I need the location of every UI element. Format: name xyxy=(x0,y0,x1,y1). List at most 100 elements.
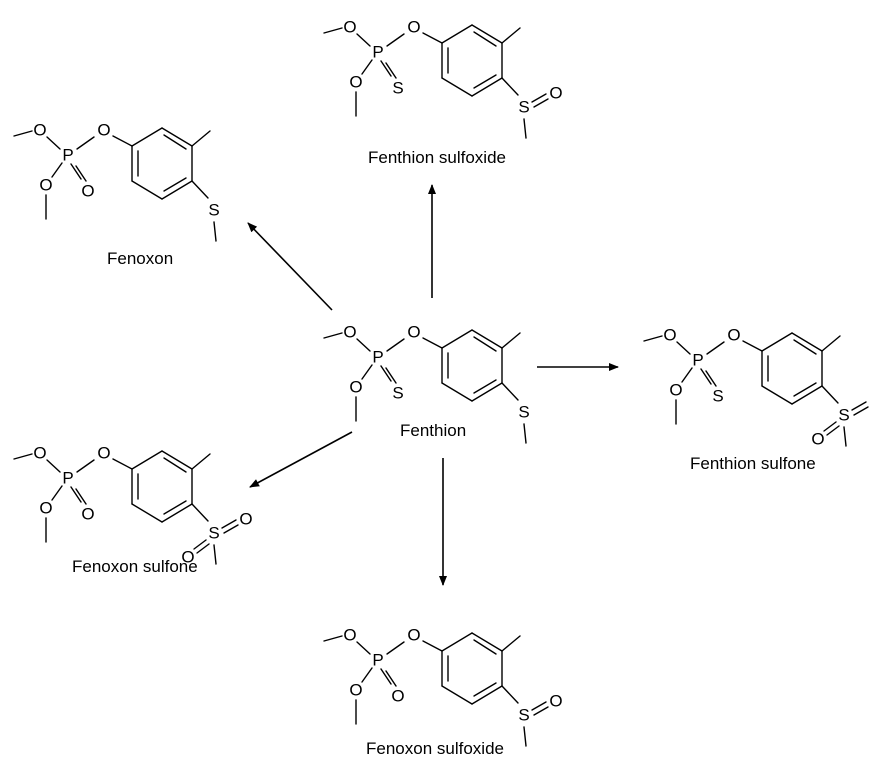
ring-bond xyxy=(471,382,503,402)
ring-double-bond xyxy=(473,682,497,697)
ring-methyl-bond xyxy=(501,635,521,652)
ring-bond xyxy=(471,329,503,349)
sulfoxide-oxygen-atom: O xyxy=(549,84,562,103)
aryl-ether-oxygen-atom: O xyxy=(407,626,420,645)
ring-bond xyxy=(471,77,503,97)
methoxy-oxygen-atom: O xyxy=(343,18,356,37)
ring-bond xyxy=(791,385,823,405)
sulfone-oxygen-atom: O xyxy=(181,548,194,567)
arrow-to-fenoxon-sulfone xyxy=(249,431,353,488)
ring-double-bond xyxy=(473,74,497,89)
ring-methyl-bond xyxy=(191,453,211,470)
s-methyl-bond xyxy=(213,544,217,565)
o-p-bond xyxy=(356,338,371,352)
methyl-bond xyxy=(323,635,343,642)
methyl-bond xyxy=(13,130,33,137)
methoxy-oxygen-atom: O xyxy=(343,323,356,342)
ring-methyl-bond xyxy=(821,335,841,352)
s-methyl-bond xyxy=(523,118,527,139)
methyl-bond xyxy=(323,27,343,34)
methoxy-oxygen-atom: O xyxy=(33,121,46,140)
o-ring-bond xyxy=(422,32,443,44)
p-o-aryl-bond xyxy=(386,33,405,47)
aryl-ether-oxygen-atom: O xyxy=(407,323,420,342)
label-fenthion: Fenthion xyxy=(400,421,466,440)
ring-double-bond xyxy=(163,177,187,192)
label-fenthion-sulfone: Fenthion sulfone xyxy=(690,454,816,473)
methoxy-oxygen-atom: O xyxy=(663,326,676,345)
s-double-o-bond xyxy=(851,401,867,411)
ring-bond xyxy=(441,329,473,349)
s-double-o-bond xyxy=(823,421,837,432)
p-double-bond xyxy=(385,367,397,384)
p-o-aryl-bond xyxy=(76,459,95,473)
p-double-bond xyxy=(385,62,397,79)
p-double-bond xyxy=(75,488,87,505)
p-double-oxygen-atom: O xyxy=(81,182,94,201)
methyl-bond xyxy=(643,335,663,342)
s-double-o-bond xyxy=(853,406,869,416)
ring-bond xyxy=(161,180,193,200)
ring-s-bond xyxy=(191,503,209,522)
p-o-bond xyxy=(361,59,373,75)
p-o-aryl-bond xyxy=(706,341,725,355)
p-o-bond xyxy=(361,364,373,380)
ring-double-bond xyxy=(793,339,817,355)
p-double-sulfur-atom: S xyxy=(392,79,403,98)
ring-bond xyxy=(441,382,473,402)
ring-bond xyxy=(761,332,793,352)
p-o-bond xyxy=(361,667,373,683)
ring-s-bond xyxy=(191,180,209,199)
p-o-bond xyxy=(51,485,63,501)
ring-double-bond xyxy=(163,500,187,515)
s-sulfur-atom: S xyxy=(518,98,529,117)
methoxy-oxygen-atom: O xyxy=(39,499,52,518)
s-double-o-bond xyxy=(531,93,547,103)
ring-methyl-bond xyxy=(501,27,521,44)
o-ring-bond xyxy=(112,135,133,147)
methoxy-oxygen-atom: O xyxy=(349,378,362,397)
label-fenthion-sulfoxide: Fenthion sulfoxide xyxy=(368,148,506,167)
s-double-o-bond xyxy=(221,519,237,529)
phosphorus-atom: P xyxy=(372,651,383,670)
p-double-sulfur-atom: S xyxy=(712,387,723,406)
compound-labels: Fenthion sulfoxide Fenoxon Fenthion Fent… xyxy=(72,148,816,758)
methoxy-oxygen-atom: O xyxy=(39,176,52,195)
p-o-aryl-bond xyxy=(386,641,405,655)
s-methyl-bond xyxy=(843,426,847,447)
o-ring-bond xyxy=(742,340,763,352)
p-double-bond xyxy=(385,670,397,687)
ring-s-bond xyxy=(821,385,839,404)
ring-bond xyxy=(471,632,503,652)
methoxy-oxygen-atom: O xyxy=(343,626,356,645)
p-double-bond xyxy=(380,668,392,685)
s-sulfur-atom: S xyxy=(208,524,219,543)
aryl-ether-oxygen-atom: O xyxy=(727,326,740,345)
p-double-oxygen-atom: O xyxy=(81,505,94,524)
ring-bond xyxy=(471,685,503,705)
ring-double-bond xyxy=(473,31,497,47)
o-p-bond xyxy=(356,33,371,47)
ring-bond xyxy=(161,503,193,523)
label-fenoxon-sulfoxide: Fenoxon sulfoxide xyxy=(366,739,504,758)
s-double-o-bond xyxy=(533,706,549,716)
ring-methyl-bond xyxy=(191,130,211,147)
p-double-bond xyxy=(700,368,712,385)
p-o-aryl-bond xyxy=(76,136,95,150)
ring-bond xyxy=(441,24,473,44)
p-o-bond xyxy=(681,367,693,383)
phosphorus-atom: P xyxy=(692,351,703,370)
phosphorus-atom: P xyxy=(372,43,383,62)
ring-bond xyxy=(441,77,473,97)
ring-s-bond xyxy=(501,77,519,96)
s-double-o-bond xyxy=(193,539,207,550)
s-methyl-bond xyxy=(523,726,527,747)
p-double-bond xyxy=(70,486,82,503)
ring-bond xyxy=(161,450,193,470)
s-double-o-bond xyxy=(533,98,549,108)
o-ring-bond xyxy=(422,337,443,349)
